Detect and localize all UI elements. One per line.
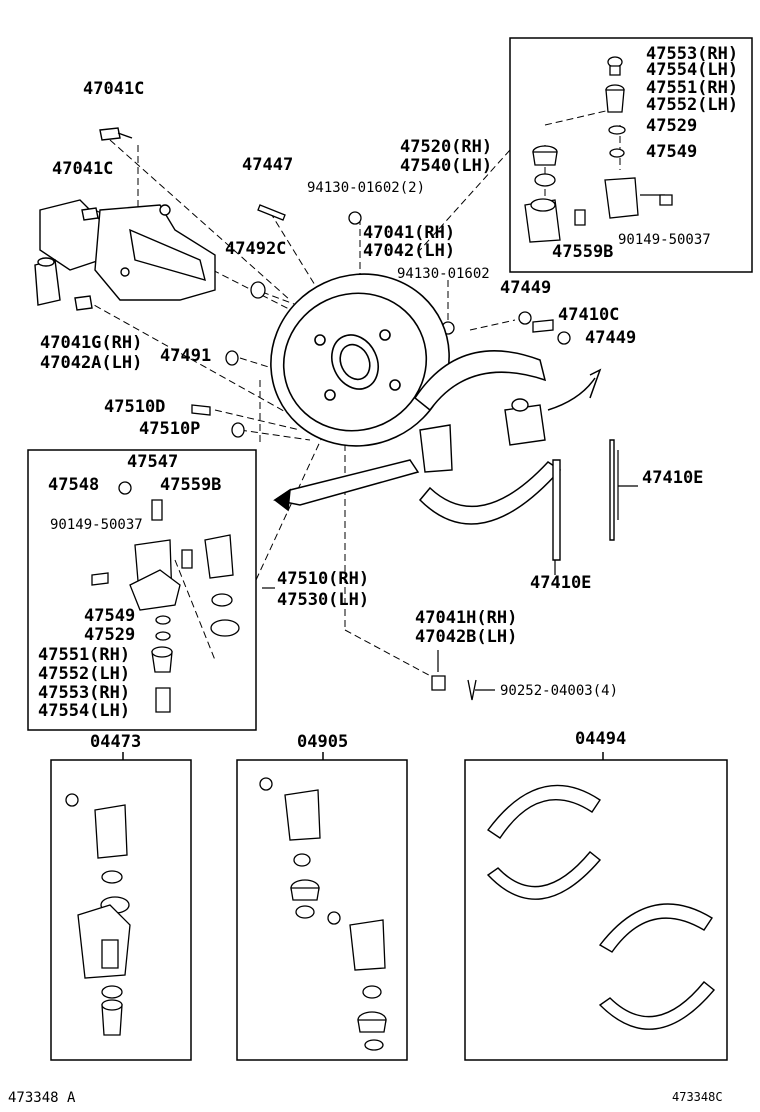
part-label-47554-lh-left[interactable]: 47554(LH) [38, 701, 131, 721]
part-label-90252-04003-qty4[interactable]: 90252-04003(4) [500, 683, 619, 699]
part-label-47041c-bolt-top[interactable]: 47041C [83, 79, 145, 99]
part-label-47520-rh[interactable]: 47520(RH) [400, 137, 493, 157]
part-label-47559b-upper[interactable]: 47559B [552, 242, 614, 262]
part-label-47529-upper[interactable]: 47529 [646, 116, 698, 136]
part-label-47553-rh-left[interactable]: 47553(RH) [38, 683, 131, 703]
part-label-90149-50037-left[interactable]: 90149-50037 [50, 517, 143, 533]
brake-backing-plate [270, 273, 450, 447]
part-label-47552-lh-upper[interactable]: 47552(LH) [646, 95, 739, 115]
part-label-47551-rh-upper[interactable]: 47551(RH) [646, 78, 739, 98]
part-label-47549-upper[interactable]: 47549 [646, 142, 698, 162]
kit-label-04905[interactable]: 04905 [297, 732, 349, 752]
part-label-47041g-rh[interactable]: 47041G(RH) [40, 333, 143, 353]
part-label-47041c-bolt-mid[interactable]: 47041C [52, 159, 114, 179]
part-label-47510-rh[interactable]: 47510(RH) [277, 569, 370, 589]
kit-label-04494[interactable]: 04494 [575, 729, 627, 749]
part-label-47554-lh-upper[interactable]: 47554(LH) [646, 60, 739, 80]
part-label-90149-50037-upper[interactable]: 90149-50037 [618, 232, 711, 248]
part-label-47548[interactable]: 47548 [48, 475, 100, 495]
part-label-47447[interactable]: 47447 [242, 155, 294, 175]
part-label-47410e-right[interactable]: 47410E [642, 468, 704, 488]
part-label-47547[interactable]: 47547 [127, 452, 179, 472]
wheel-cylinder-detail-box-left [27, 449, 257, 731]
part-label-47549-left[interactable]: 47549 [84, 606, 136, 626]
part-label-47540-lh[interactable]: 47540(LH) [400, 156, 493, 176]
part-label-47559b-left[interactable]: 47559B [160, 475, 222, 495]
part-label-47042a-lh[interactable]: 47042A(LH) [40, 353, 143, 373]
part-label-47449-a[interactable]: 47449 [500, 278, 552, 298]
kit-label-04473[interactable]: 04473 [90, 732, 142, 752]
part-label-47410c[interactable]: 47410C [558, 305, 620, 325]
part-label-47042-lh[interactable]: 47042(LH) [363, 241, 456, 261]
part-label-47041h-rh[interactable]: 47041H(RH) [415, 608, 518, 628]
part-label-47510d[interactable]: 47510D [104, 397, 166, 417]
part-label-47492c[interactable]: 47492C [225, 239, 287, 259]
part-label-47530-lh[interactable]: 47530(LH) [277, 590, 370, 610]
part-label-47510p[interactable]: 47510P [139, 419, 201, 439]
part-label-47410e-lower[interactable]: 47410E [530, 573, 592, 593]
wheel-cylinder-detail-box-upper [509, 37, 753, 273]
part-label-94130-01602-qty2[interactable]: 94130-01602(2) [307, 180, 426, 196]
diagram-reference-right: 473348C [672, 1090, 723, 1104]
kit-04905-box [236, 759, 408, 1061]
diagram-reference-left: 473348 A [8, 1090, 76, 1106]
part-label-47042b-lh[interactable]: 47042B(LH) [415, 627, 518, 647]
part-label-94130-01602[interactable]: 94130-01602 [397, 266, 490, 282]
part-label-47491[interactable]: 47491 [160, 346, 212, 366]
part-label-47552-lh-left[interactable]: 47552(LH) [38, 664, 131, 684]
brake-shoes [273, 350, 602, 525]
kit-04473-box [50, 759, 192, 1061]
part-label-47551-rh-left[interactable]: 47551(RH) [38, 645, 131, 665]
part-label-47449-b[interactable]: 47449 [585, 328, 637, 348]
part-label-47529-left[interactable]: 47529 [84, 625, 136, 645]
part-label-47041-rh[interactable]: 47041(RH) [363, 223, 456, 243]
kit-04494-box [464, 759, 728, 1061]
part-label-47553-rh-upper[interactable]: 47553(RH) [646, 44, 739, 64]
